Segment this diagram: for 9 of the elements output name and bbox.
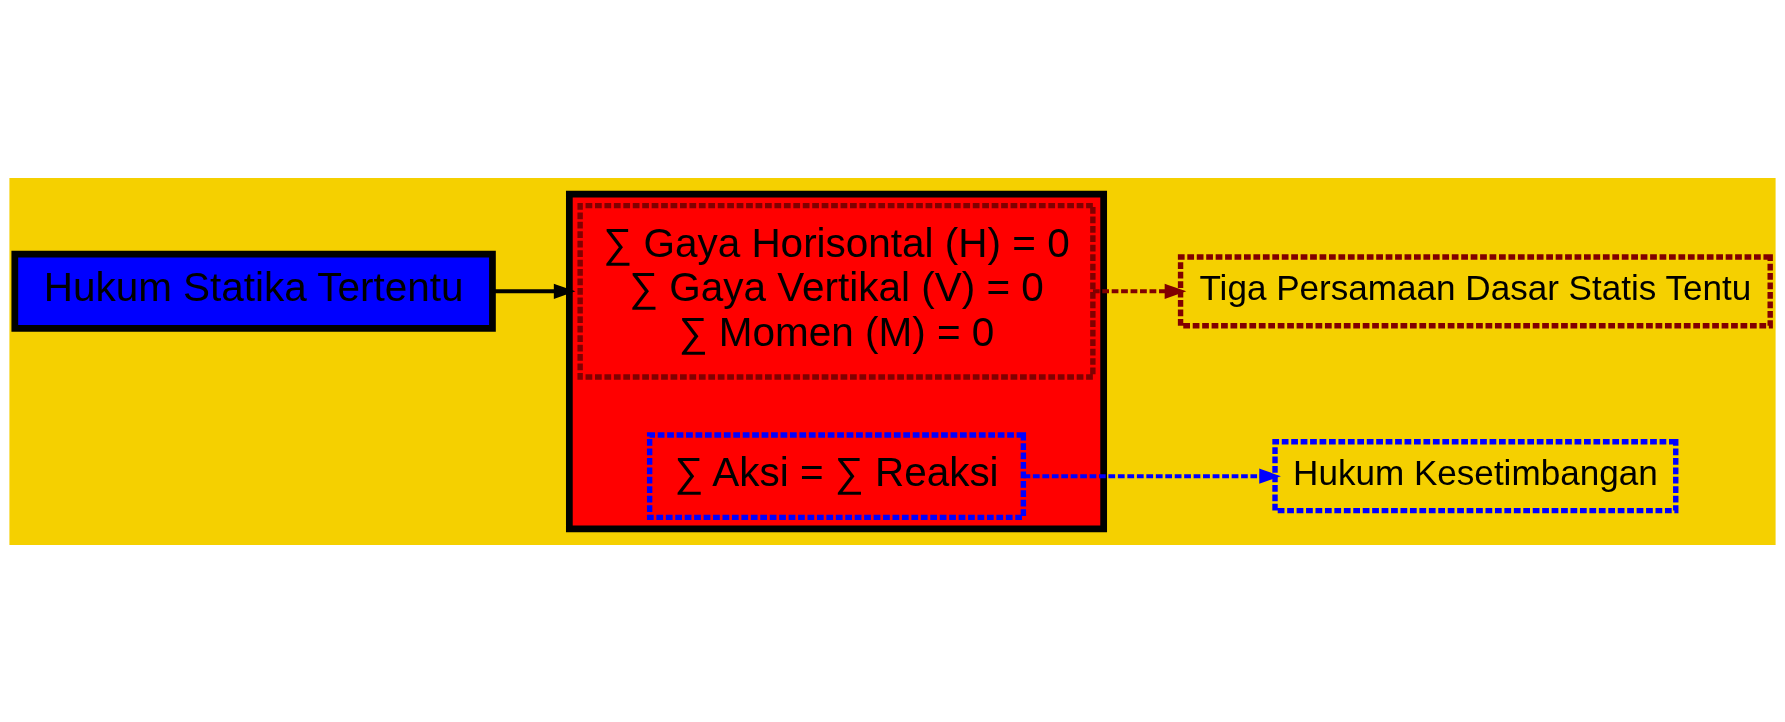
arrow xyxy=(492,283,576,299)
node-box: Hukum Kesetimbangan xyxy=(1272,438,1679,513)
node-box: ∑ Gaya Horisontal (H) = 0 ∑ Gaya Vertikal (V) = 0 ∑ Momen (M) = 0 xyxy=(577,202,1096,380)
node-box: Tiga Persamaan Dasar Statis Tentu xyxy=(1177,253,1773,328)
cluster xyxy=(565,190,1108,532)
node-box: ∑ Aksi = ∑ Reaksi xyxy=(646,431,1027,520)
arrow xyxy=(1023,468,1281,484)
arrow xyxy=(1092,283,1187,299)
node-box: Hukum Statika Tertentu xyxy=(11,250,496,332)
